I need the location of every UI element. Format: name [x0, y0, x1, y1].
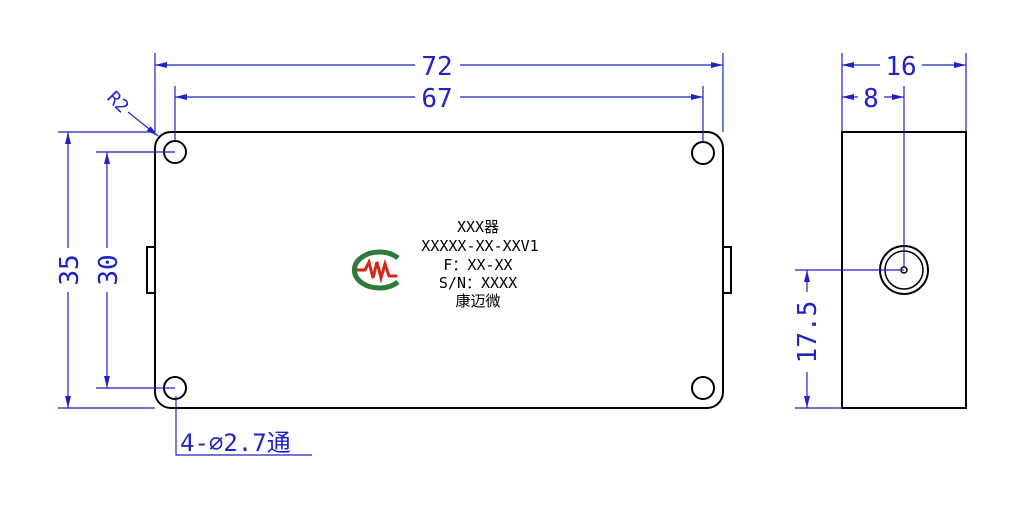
mounting-hole-top-right: [691, 141, 715, 165]
front-view: XXX器 XXXXX-XX-XXV1 F：XX-XX S/N：XXXX 康迈微: [146, 131, 732, 409]
dim-overall-width: 72: [421, 52, 452, 82]
front-view-dimensions: [58, 53, 724, 456]
right-side-tab: [722, 246, 732, 294]
label-product-name: XXX器: [457, 218, 499, 236]
dim-connector-height: 17.5: [793, 301, 823, 364]
label-manufacturer: 康迈微: [455, 292, 500, 310]
company-logo-icon: [351, 249, 400, 291]
front-body-outline: [154, 131, 724, 409]
label-model-number: XXXXX-XX-XXV1: [421, 237, 538, 255]
dim-hole-note: 4-⌀2.7通: [180, 429, 291, 457]
label-frequency: F：XX-XX: [443, 256, 512, 274]
side-view-dimensions: [795, 53, 967, 409]
left-side-tab: [146, 246, 156, 294]
dim-hole-spacing-width: 67: [421, 84, 452, 114]
dim-connector-offset: 8: [863, 84, 879, 114]
side-view-dimension-labels: 16 8 17.5: [793, 52, 917, 363]
label-serial-number: S/N：XXXX: [439, 274, 517, 292]
mounting-hole-bottom-right: [691, 376, 715, 400]
dim-overall-depth: 16: [885, 52, 916, 82]
dim-hole-spacing-height: 30: [94, 254, 124, 285]
dim-overall-height: 35: [55, 254, 85, 285]
